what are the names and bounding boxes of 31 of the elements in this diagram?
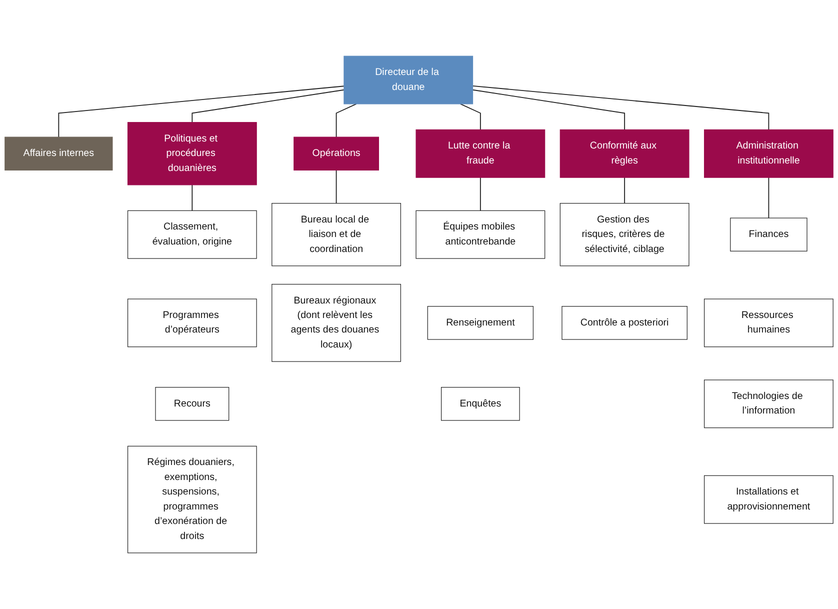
node-box: Régimes douaniers, exemptions, suspensions, programmes d’exonération de droits [127, 446, 257, 554]
node-box: Installations et approvisionnement [704, 475, 834, 524]
node-box: Bureaux régionaux (dont relèvent les agents des douanes locaux) [272, 284, 401, 362]
connector [472, 85, 770, 130]
node-box: Équipes mobiles anticontrebande [416, 210, 546, 259]
node-box: Lutte contre la fraude [416, 129, 546, 178]
node-box: Opérations [294, 136, 380, 170]
node-box: Technologies de l’information [704, 380, 834, 428]
node-box: Bureau local de liaison et de coordination [272, 203, 401, 266]
node-box: Politiques et procédures douanières [127, 122, 257, 186]
node-box: Finances [730, 218, 808, 252]
node-box: Classement, évaluation, origine [127, 210, 257, 259]
node-box: Programmes d’opérateurs [127, 298, 257, 348]
node-box: Recours [155, 387, 230, 421]
node-box: Contrôle a posteriori [562, 306, 688, 340]
connector [192, 184, 193, 212]
connector [768, 177, 770, 218]
connector [480, 177, 481, 212]
connector [472, 89, 626, 130]
node-box: Affaires internes [4, 136, 113, 170]
node-box: Administration institutionnelle [704, 129, 834, 178]
node-box: Directeur de la douane [344, 56, 474, 104]
node-box: Renseignement [427, 306, 534, 340]
node-box: Conformité aux règles [560, 129, 690, 178]
node-box: Gestion des risques, critères de sélectivité, ciblage [560, 203, 690, 266]
node-box: Enquêtes [441, 387, 520, 421]
connector [336, 170, 337, 204]
node-box: Ressources humaines [704, 298, 834, 348]
connector [58, 86, 344, 138]
connector [192, 89, 344, 123]
connector [624, 177, 626, 204]
